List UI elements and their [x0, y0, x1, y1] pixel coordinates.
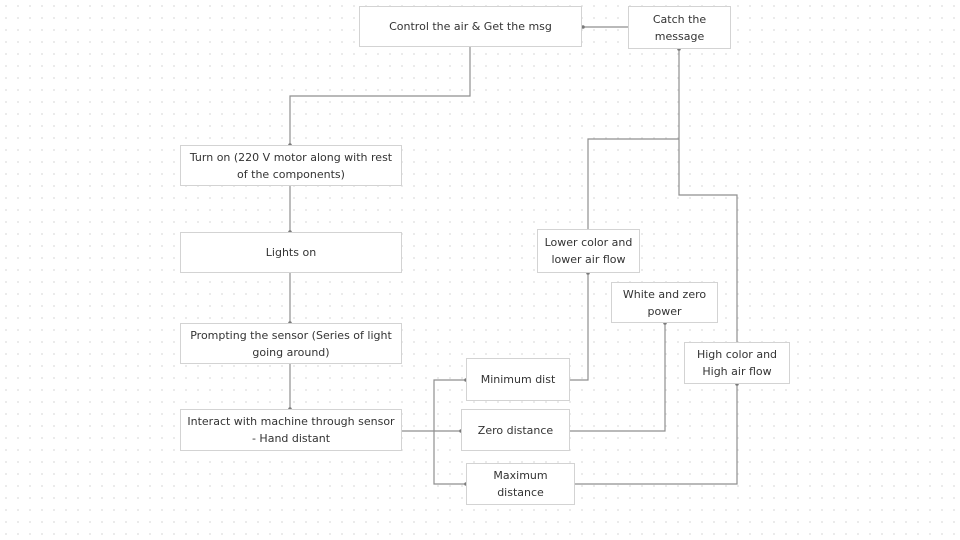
- node-label: Minimum dist: [480, 373, 556, 386]
- node-prompting-sensor[interactable]: Prompting the sensor (Series of light go…: [180, 323, 402, 364]
- node-label: Turn on (220 V motor along with rest of …: [189, 150, 393, 181]
- edge-zero-dist-to-white-zero: [570, 323, 666, 432]
- node-label: White and zero power: [622, 287, 707, 318]
- node-high-color[interactable]: High color and High air flow: [684, 342, 790, 384]
- edge-high-color-to-catch: [678, 49, 738, 342]
- edge-interact-to-min-dist: [433, 379, 466, 431]
- node-label: Lower color and lower air flow: [544, 236, 633, 266]
- node-label: Zero distance: [477, 423, 554, 437]
- node-minimum-dist[interactable]: Minimum dist: [466, 358, 570, 401]
- node-catch-message[interactable]: Catch the message: [628, 6, 731, 49]
- node-label: Maximum distance: [493, 469, 548, 499]
- node-label: Prompting the sensor (Series of light go…: [190, 328, 392, 359]
- node-maximum-distance[interactable]: Maximum distance: [466, 463, 575, 505]
- node-label: Catch the message: [652, 12, 707, 43]
- edge-interact-to-max-dist: [433, 431, 466, 485]
- node-zero-distance[interactable]: Zero distance: [461, 409, 570, 451]
- node-label: Interact with machine through sensor - H…: [187, 415, 395, 445]
- edge-lower-color-to-catch: [587, 138, 679, 232]
- node-white-zero-power[interactable]: White and zero power: [611, 282, 718, 323]
- node-lights-on[interactable]: Lights on: [180, 232, 402, 273]
- node-control-air[interactable]: Control the air & Get the msg: [359, 6, 582, 47]
- node-lower-color[interactable]: Lower color and lower air flow: [537, 229, 640, 273]
- edge-control-to-turn-on: [289, 47, 471, 145]
- node-label: High color and High air flow: [696, 348, 778, 378]
- arrowhead: [581, 25, 585, 29]
- node-interact-sensor[interactable]: Interact with machine through sensor - H…: [180, 409, 402, 451]
- node-label: Lights on: [265, 246, 317, 259]
- edge-max-dist-to-high-color: [575, 384, 738, 485]
- edge-min-dist-to-lower-color: [570, 273, 589, 381]
- node-label: Control the air & Get the msg: [389, 20, 552, 33]
- node-turn-on[interactable]: Turn on (220 V motor along with rest of …: [180, 145, 402, 186]
